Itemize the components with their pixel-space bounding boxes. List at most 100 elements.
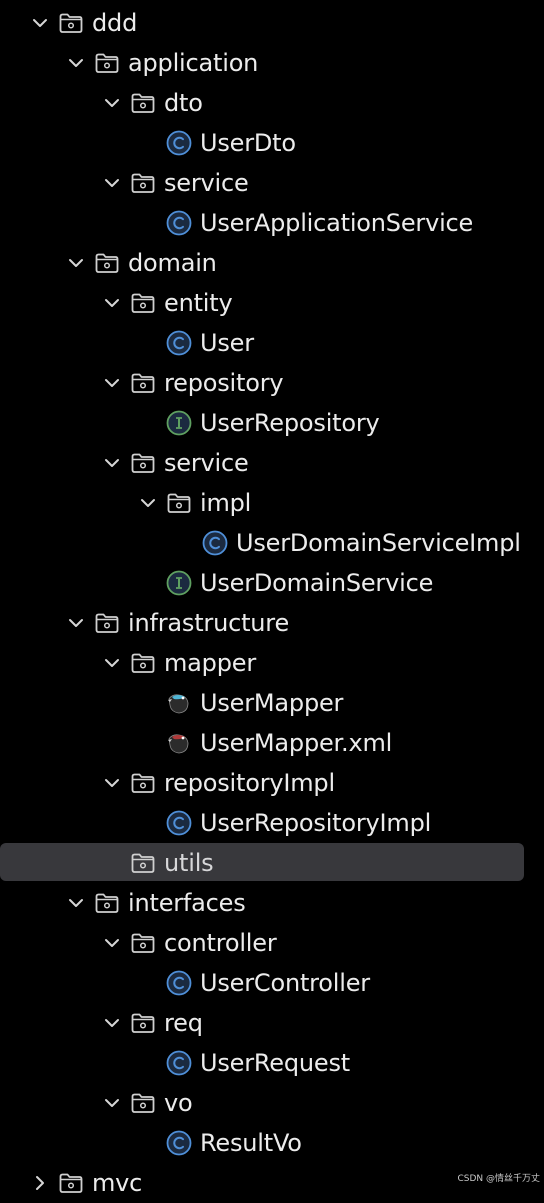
java-class-icon [166, 810, 192, 836]
tree-item-repository[interactable]: repository [0, 363, 544, 403]
folder-icon [130, 850, 156, 876]
chevron-down-icon[interactable] [102, 773, 122, 793]
tree-item-mapper[interactable]: mapper [0, 643, 544, 683]
java-interface-icon [166, 570, 192, 596]
chevron-down-icon[interactable] [102, 653, 122, 673]
folder-icon [130, 290, 156, 316]
tree-item-infrastructure[interactable]: infrastructure [0, 603, 544, 643]
chevron-down-icon[interactable] [102, 373, 122, 393]
folder-icon [166, 490, 192, 516]
tree-item-label: ResultVo [200, 1129, 302, 1157]
tree-item-label: ddd [92, 9, 138, 37]
mybatis-xml-icon [166, 730, 192, 756]
tree-item-label: UserDto [200, 129, 296, 157]
tree-item-domain[interactable]: domain [0, 243, 544, 283]
chevron-down-icon[interactable] [30, 13, 50, 33]
tree-item-userdomainservice[interactable]: UserDomainService [0, 563, 544, 603]
chevron-down-icon[interactable] [102, 93, 122, 113]
chevron-down-icon[interactable] [66, 893, 86, 913]
tree-item-userrepository[interactable]: UserRepository [0, 403, 544, 443]
java-class-icon [166, 1050, 192, 1076]
tree-item-label: mvc [92, 1169, 143, 1197]
java-class-icon [166, 130, 192, 156]
tree-item-impl[interactable]: impl [0, 483, 544, 523]
tree-item-usercontroller[interactable]: UserController [0, 963, 544, 1003]
selection-highlight [0, 843, 524, 881]
folder-icon [94, 250, 120, 276]
chevron-down-icon[interactable] [66, 53, 86, 73]
tree-item-label: UserMapper.xml [200, 729, 393, 757]
java-class-icon [166, 210, 192, 236]
tree-item-label: controller [164, 929, 277, 957]
chevron-down-icon[interactable] [102, 1013, 122, 1033]
folder-icon [94, 50, 120, 76]
chevron-down-icon[interactable] [138, 493, 158, 513]
tree-item-service[interactable]: service [0, 163, 544, 203]
folder-icon [130, 450, 156, 476]
tree-item-user[interactable]: User [0, 323, 544, 363]
tree-item-entity[interactable]: entity [0, 283, 544, 323]
tree-item-label: dto [164, 89, 203, 117]
chevron-down-icon[interactable] [102, 173, 122, 193]
chevron-down-icon[interactable] [102, 293, 122, 313]
folder-icon [130, 1090, 156, 1116]
tree-item-label: service [164, 449, 249, 477]
tree-item-usermapper[interactable]: UserMapper [0, 683, 544, 723]
tree-item-dto[interactable]: dto [0, 83, 544, 123]
tree-item-vo[interactable]: vo [0, 1083, 544, 1123]
chevron-down-icon[interactable] [102, 1093, 122, 1113]
tree-item-label: UserMapper [200, 689, 344, 717]
tree-item-userrequest[interactable]: UserRequest [0, 1043, 544, 1083]
folder-icon [130, 370, 156, 396]
tree-item-repositoryimpl[interactable]: repositoryImpl [0, 763, 544, 803]
folder-icon [130, 770, 156, 796]
tree-item-resultvo[interactable]: ResultVo [0, 1123, 544, 1163]
folder-icon [94, 890, 120, 916]
folder-icon [130, 650, 156, 676]
chevron-down-icon[interactable] [66, 253, 86, 273]
chevron-right-icon[interactable] [30, 1173, 50, 1193]
folder-icon [130, 90, 156, 116]
folder-icon [94, 610, 120, 636]
tree-item-interfaces[interactable]: interfaces [0, 883, 544, 923]
tree-item-label: interfaces [128, 889, 246, 917]
tree-item-ddd[interactable]: ddd [0, 3, 544, 43]
folder-icon [58, 10, 84, 36]
tree-item-label: infrastructure [128, 609, 290, 637]
tree-item-label: req [164, 1009, 203, 1037]
tree-item-label: UserController [200, 969, 370, 997]
tree-item-label: mapper [164, 649, 256, 677]
tree-item-service[interactable]: service [0, 443, 544, 483]
tree-item-usermapper-xml[interactable]: UserMapper.xml [0, 723, 544, 763]
tree-item-req[interactable]: req [0, 1003, 544, 1043]
tree-item-label: utils [164, 849, 214, 877]
tree-item-label: UserRepositoryImpl [200, 809, 432, 837]
tree-item-label: repository [164, 369, 284, 397]
tree-item-label: repositoryImpl [164, 769, 335, 797]
chevron-down-icon[interactable] [66, 613, 86, 633]
folder-icon [130, 1010, 156, 1036]
tree-item-label: domain [128, 249, 217, 277]
tree-item-label: UserDomainService [200, 569, 434, 597]
tree-item-userrepositoryimpl[interactable]: UserRepositoryImpl [0, 803, 544, 843]
java-class-icon [202, 530, 228, 556]
tree-item-controller[interactable]: controller [0, 923, 544, 963]
tree-item-application[interactable]: application [0, 43, 544, 83]
tree-item-label: UserRepository [200, 409, 380, 437]
folder-icon [58, 1170, 84, 1196]
tree-item-label: vo [164, 1089, 193, 1117]
tree-item-label: impl [200, 489, 252, 517]
tree-item-userapplicationservice[interactable]: UserApplicationService [0, 203, 544, 243]
tree-item-userdto[interactable]: UserDto [0, 123, 544, 163]
chevron-down-icon[interactable] [102, 453, 122, 473]
chevron-down-icon[interactable] [102, 933, 122, 953]
tree-item-label: application [128, 49, 259, 77]
tree-item-label: UserApplicationService [200, 209, 474, 237]
folder-icon [130, 170, 156, 196]
tree-item-userdomainserviceimpl[interactable]: UserDomainServiceImpl [0, 523, 544, 563]
tree-item-label: entity [164, 289, 233, 317]
watermark: CSDN @情丝千万丈 [457, 1174, 540, 1184]
tree-item-label: User [200, 329, 254, 357]
tree-item-utils[interactable]: utils [0, 843, 544, 883]
